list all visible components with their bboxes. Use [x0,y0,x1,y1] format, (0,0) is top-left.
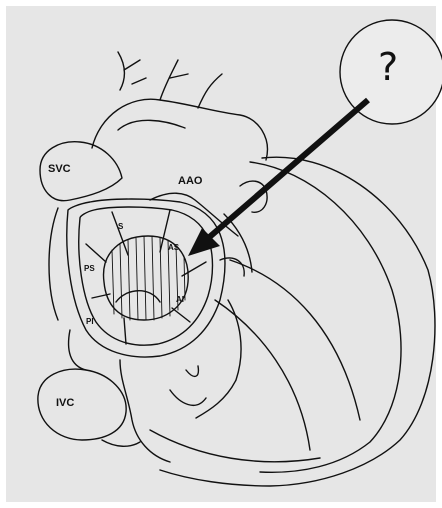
label-ps: PS [84,265,95,273]
question-mark: ? [378,48,398,86]
label-as: AS [168,244,179,252]
label-ivc: IVC [56,398,74,409]
label-aao: AAO [178,176,202,187]
label-s: S [118,223,123,231]
label-pi: PI [86,318,94,326]
label-svc: SVC [48,164,71,175]
label-ai: AI [176,296,184,304]
